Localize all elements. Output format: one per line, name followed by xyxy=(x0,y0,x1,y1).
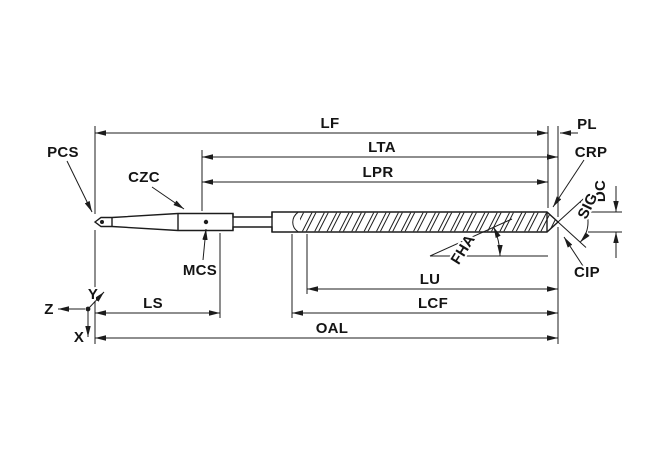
label-ls: LS xyxy=(143,295,163,312)
label-czc: CZC xyxy=(128,169,160,186)
fha-helix-line xyxy=(429,218,513,257)
sig-angle-arc xyxy=(579,201,590,243)
pcs-center-dot xyxy=(100,220,104,224)
mcs-leader xyxy=(202,228,208,261)
angle-annotations xyxy=(429,186,622,258)
mcs-center-dot xyxy=(203,219,209,225)
pcs-leader xyxy=(66,160,93,213)
label-pcs: PCS xyxy=(47,144,79,161)
label-axis-y: Y xyxy=(88,286,98,303)
label-axis-x: X xyxy=(74,329,84,346)
czc-leader xyxy=(151,186,185,210)
label-lta: LTA xyxy=(368,139,396,156)
label-crp: CRP xyxy=(575,144,608,161)
point-hatching xyxy=(547,212,558,232)
coordinate-axes xyxy=(58,291,105,337)
sig-extension-lower xyxy=(557,221,587,248)
flute-runout-curve xyxy=(292,211,299,233)
label-lu: LU xyxy=(420,271,441,288)
label-mcs: MCS xyxy=(183,262,217,279)
crp-leader xyxy=(552,159,585,208)
leader-arrows xyxy=(66,159,585,267)
y-axis-arrow xyxy=(87,291,105,310)
extension-lines xyxy=(94,126,559,344)
flute-hatching xyxy=(300,212,547,232)
label-fha: FHA xyxy=(448,232,479,268)
axes-origin-dot xyxy=(85,306,91,312)
cip-leader xyxy=(563,236,584,267)
label-cip: CIP xyxy=(574,264,600,281)
label-axis-z: Z xyxy=(44,301,53,318)
label-pl: PL xyxy=(577,116,597,133)
label-lf: LF xyxy=(321,115,340,132)
label-lpr: LPR xyxy=(363,164,394,181)
sig-extension-upper xyxy=(557,196,587,223)
fha-angle-arc xyxy=(493,226,503,257)
label-oal: OAL xyxy=(316,320,349,337)
label-dc: DC xyxy=(592,180,609,202)
label-lcf: LCF xyxy=(418,295,448,312)
dimension-lines xyxy=(95,130,578,341)
drill-body xyxy=(93,211,560,233)
